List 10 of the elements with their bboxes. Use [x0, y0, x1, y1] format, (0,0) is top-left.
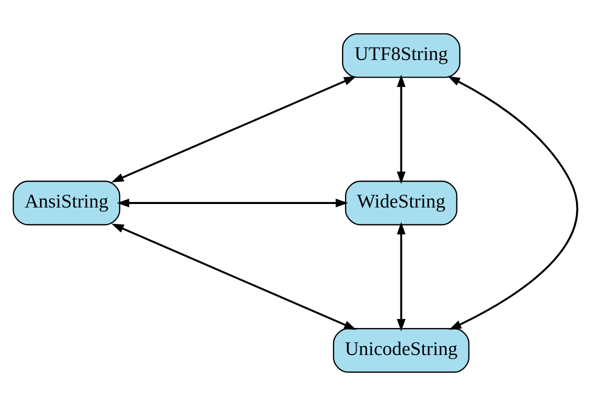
node-box: UTF8String: [342, 32, 460, 78]
arrow: [448, 76, 578, 330]
node-box: UnicodeString: [332, 328, 470, 372]
arrow: [111, 223, 356, 330]
arrow: [396, 222, 406, 331]
node-box: AnsiString: [12, 180, 120, 225]
arrow: [111, 76, 356, 182]
arrow: [116, 198, 348, 207]
node-box: WideString: [345, 180, 458, 225]
arrow: [396, 74, 406, 184]
